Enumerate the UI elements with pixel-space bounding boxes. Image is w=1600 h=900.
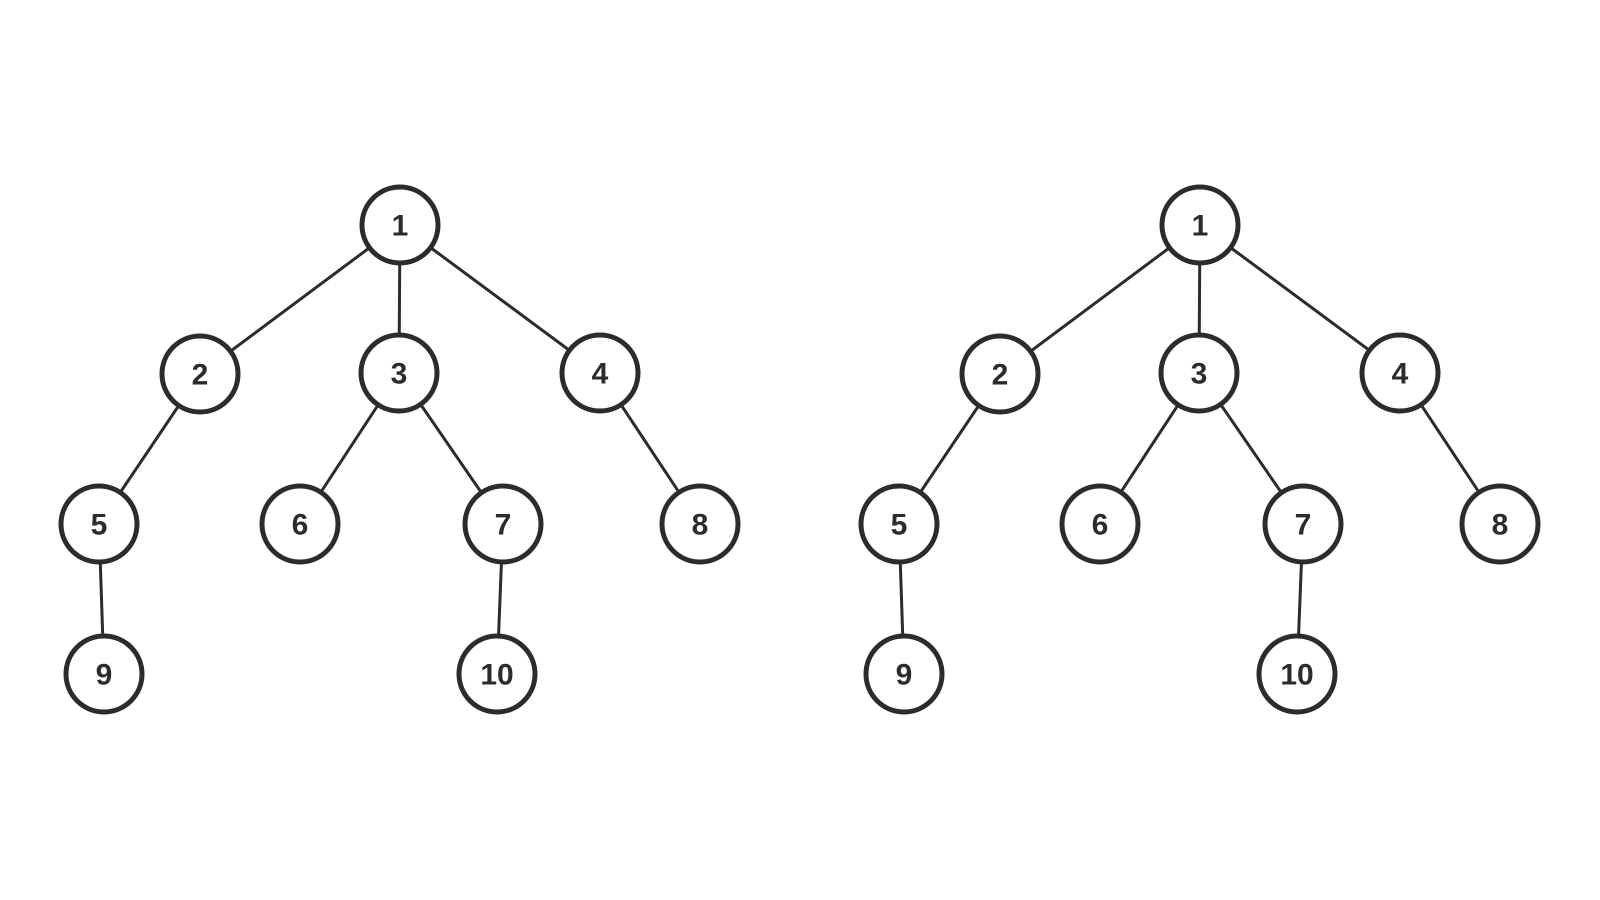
tree-node-5: 5 — [858, 483, 940, 565]
tree-node-label: 9 — [896, 659, 913, 692]
tree-left: 1 2 3 4 5 6 7 8 9 10 — [58, 184, 741, 715]
tree-node-circle — [462, 483, 544, 565]
tree-node-1: 1 — [359, 184, 441, 266]
tree-node-1: 1 — [1159, 184, 1241, 266]
tree-node-circle — [359, 184, 441, 266]
tree-node-circle — [63, 633, 145, 715]
tree-node-circle — [1256, 633, 1338, 715]
tree-node-label: 8 — [1492, 509, 1509, 542]
tree-node-circle — [959, 333, 1041, 415]
tree-node-circle — [559, 332, 641, 414]
tree-node-3: 3 — [1158, 332, 1240, 414]
tree-node-label: 3 — [391, 358, 408, 391]
tree-node-circle — [863, 633, 945, 715]
tree-node-label: 5 — [891, 509, 908, 542]
tree-node-10: 10 — [1256, 633, 1338, 715]
tree-edge-1-2 — [198, 223, 402, 376]
tree-node-9: 9 — [63, 633, 145, 715]
tree-node-5: 5 — [58, 483, 140, 565]
tree-node-4: 4 — [559, 332, 641, 414]
tree-node-label: 2 — [192, 359, 209, 392]
tree-node-label: 3 — [1191, 358, 1208, 391]
tree-node-label: 7 — [495, 509, 512, 542]
tree-node-circle — [456, 633, 538, 715]
tree-node-circle — [1262, 483, 1344, 565]
tree-node-6: 6 — [1059, 483, 1141, 565]
tree-node-label: 10 — [1280, 659, 1313, 692]
tree-node-label: 1 — [1192, 210, 1209, 243]
tree-node-circle — [1459, 483, 1541, 565]
tree-node-10: 10 — [456, 633, 538, 715]
tree-node-2: 2 — [959, 333, 1041, 415]
tree-node-circle — [1359, 332, 1441, 414]
tree-node-3: 3 — [358, 332, 440, 414]
tree-node-label: 10 — [480, 659, 513, 692]
tree-node-label: 2 — [992, 359, 1009, 392]
tree-edge-1-4 — [398, 223, 602, 375]
tree-node-circle — [1059, 483, 1141, 565]
tree-right: 1 2 3 4 5 6 7 8 9 10 — [858, 184, 1541, 715]
tree-node-8: 8 — [1459, 483, 1541, 565]
tree-node-2: 2 — [159, 333, 241, 415]
tree-node-label: 5 — [91, 509, 108, 542]
tree-node-4: 4 — [1359, 332, 1441, 414]
tree-node-circle — [1159, 184, 1241, 266]
tree-edge-1-4 — [1198, 223, 1402, 375]
tree-node-circle — [858, 483, 940, 565]
tree-node-circle — [259, 483, 341, 565]
tree-node-circle — [659, 483, 741, 565]
tree-node-7: 7 — [462, 483, 544, 565]
tree-node-8: 8 — [659, 483, 741, 565]
tree-node-label: 1 — [392, 210, 409, 243]
tree-edge-1-2 — [998, 223, 1202, 376]
tree-node-label: 9 — [96, 659, 113, 692]
tree-node-6: 6 — [259, 483, 341, 565]
tree-node-label: 6 — [1092, 509, 1109, 542]
tree-node-label: 8 — [692, 509, 709, 542]
tree-node-9: 9 — [863, 633, 945, 715]
tree-node-circle — [358, 332, 440, 414]
tree-node-label: 6 — [292, 509, 309, 542]
tree-node-circle — [58, 483, 140, 565]
tree-node-7: 7 — [1262, 483, 1344, 565]
tree-node-circle — [159, 333, 241, 415]
tree-node-label: 7 — [1295, 509, 1312, 542]
tree-node-circle — [1158, 332, 1240, 414]
tree-node-label: 4 — [592, 358, 609, 391]
tree-node-label: 4 — [1392, 358, 1409, 391]
